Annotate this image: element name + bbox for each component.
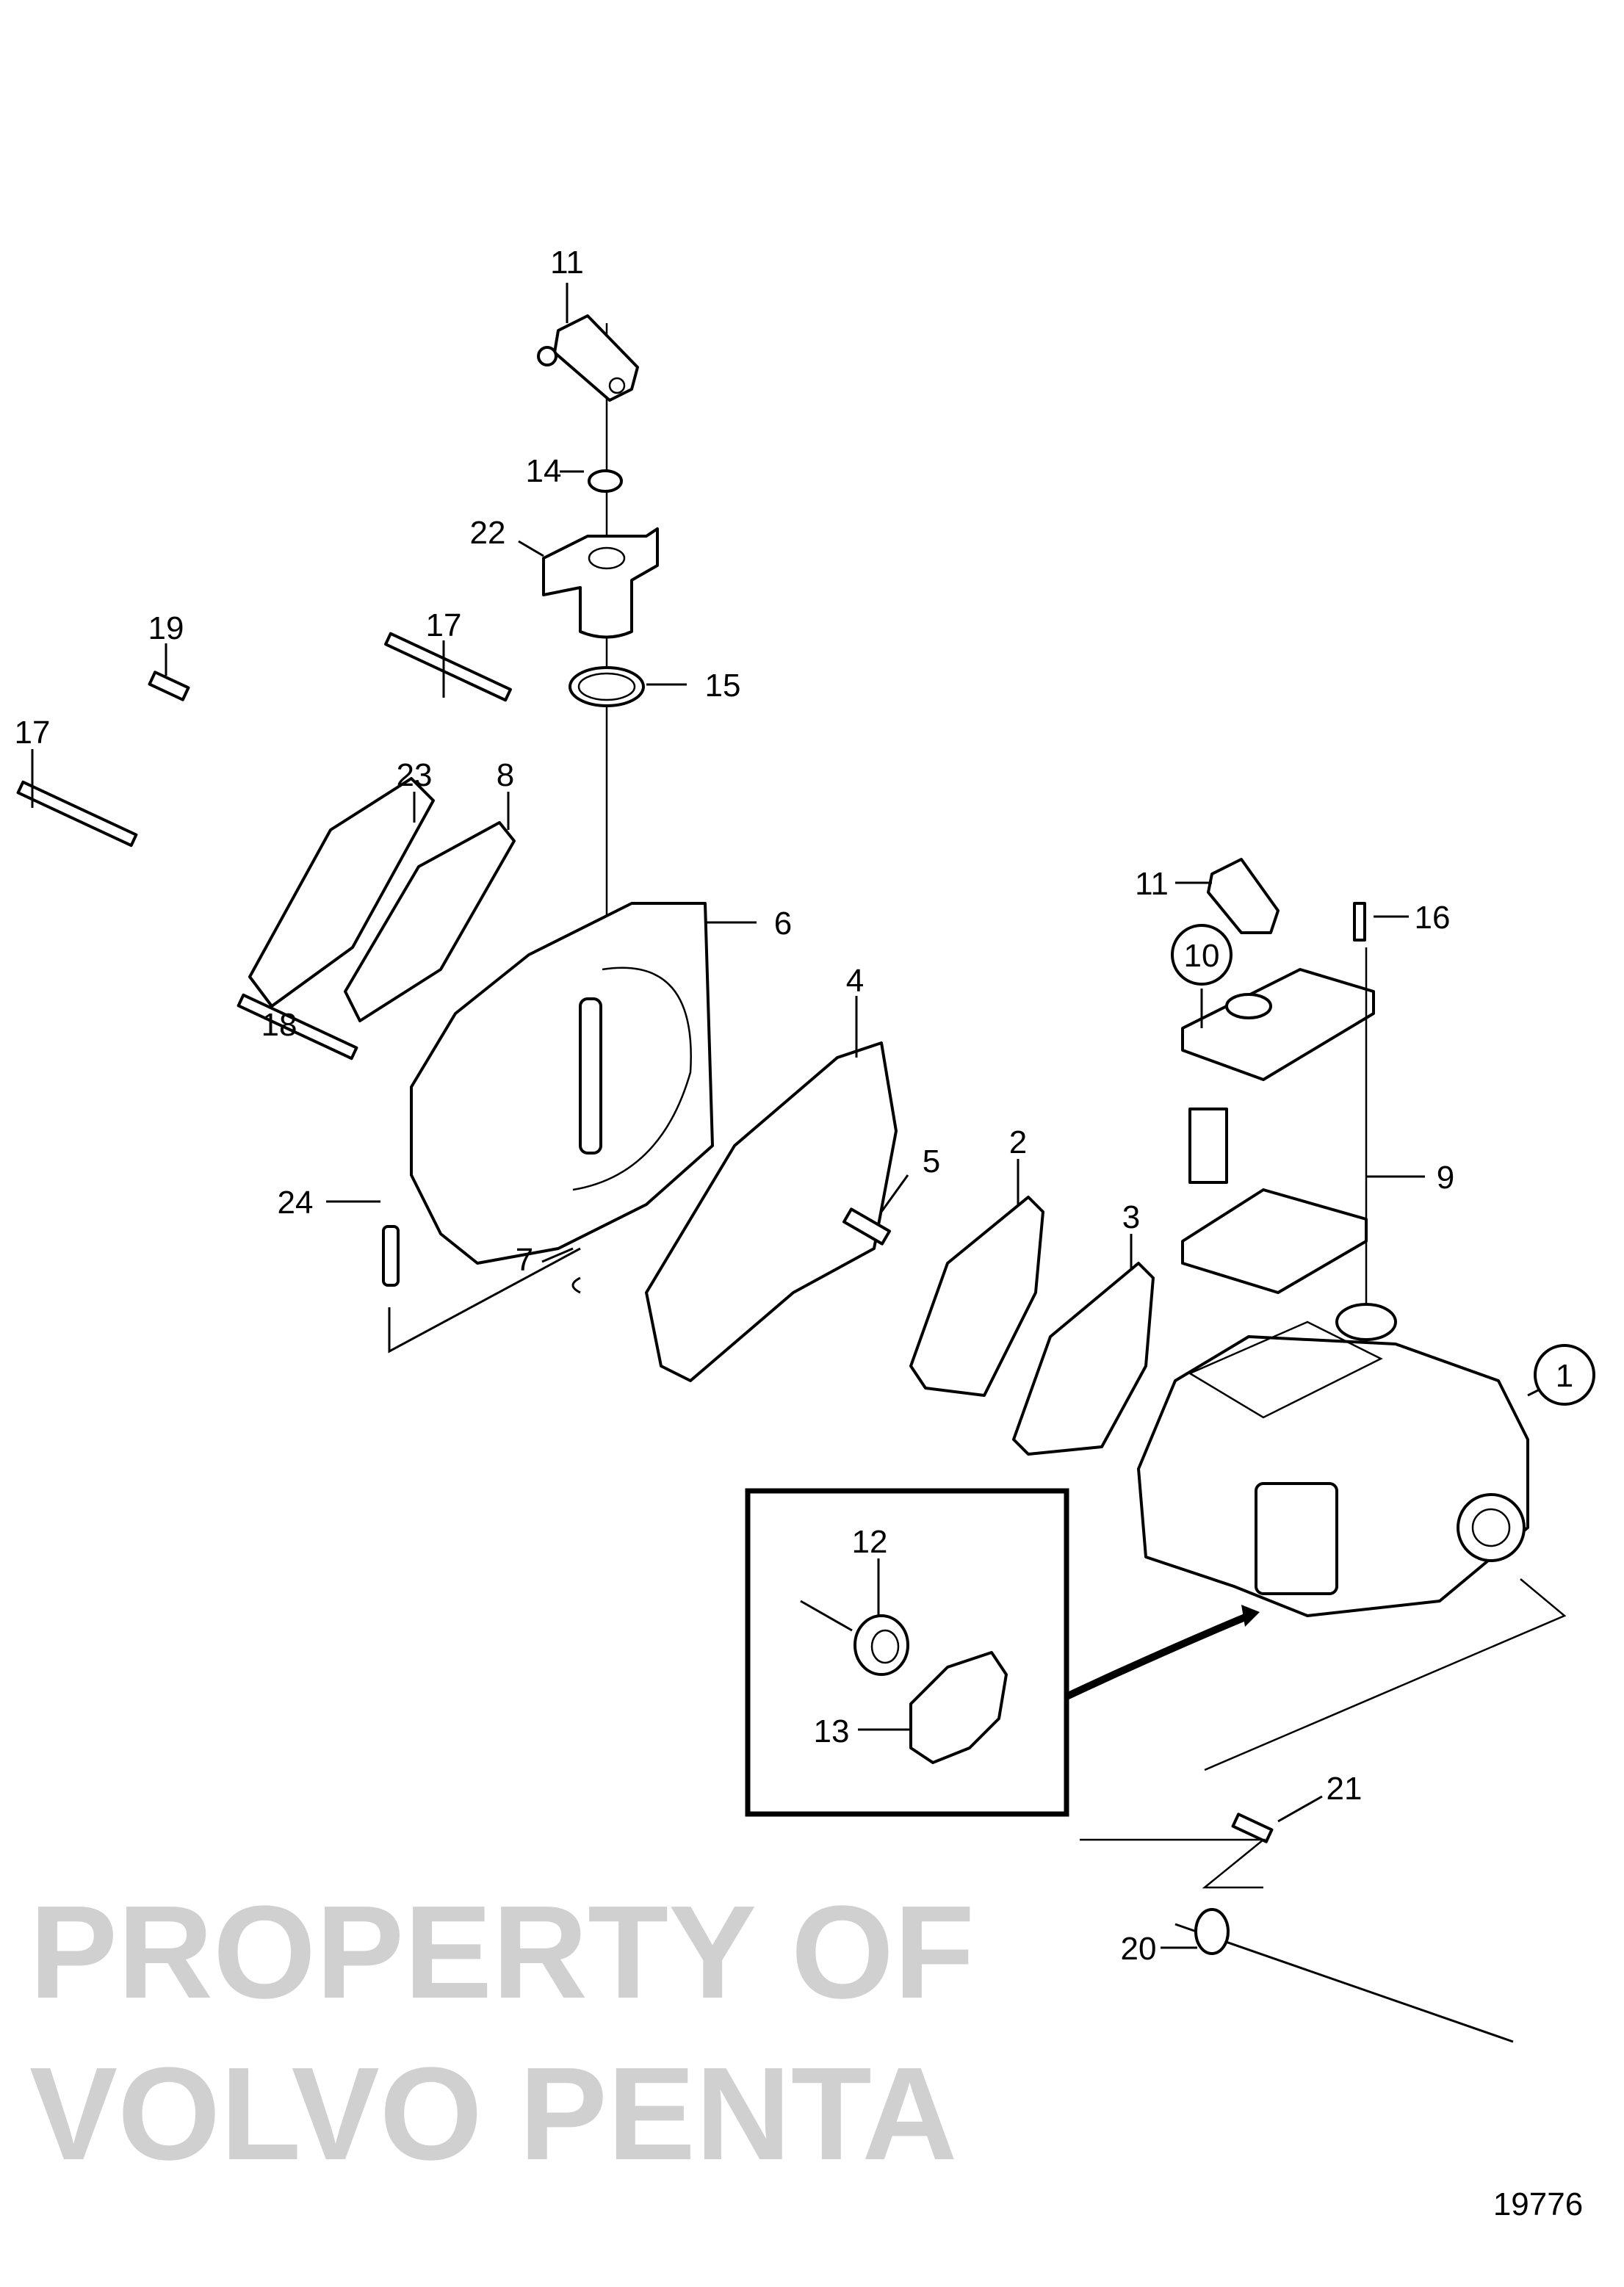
bolt-part-21 <box>1231 1813 1274 1843</box>
watermark-line-2: VOLVO PENTA <box>29 2040 957 2188</box>
callout-22[interactable]: 22 <box>470 515 506 551</box>
callout-6[interactable]: 6 <box>774 906 792 942</box>
figure-number: 19776 <box>1493 2186 1583 2222</box>
watermark-line-1: PROPERTY OF <box>29 1879 975 2026</box>
sensor-part-12 <box>800 1600 909 1676</box>
callout-13[interactable]: 13 <box>814 1713 850 1749</box>
callout-12[interactable]: 12 <box>852 1524 888 1560</box>
callout-17-top[interactable]: 17 <box>426 607 462 643</box>
callout-1[interactable]: 1 <box>1556 1358 1573 1394</box>
callout-7[interactable]: 7 <box>516 1242 533 1278</box>
callout-24[interactable]: 24 <box>278 1185 314 1221</box>
gasket-part-4 <box>645 1041 898 1382</box>
callout-20[interactable]: 20 <box>1121 1931 1157 1967</box>
clip-part-7 <box>571 1276 581 1294</box>
callout-15[interactable]: 15 <box>705 668 741 704</box>
sensor-cable-part-20 <box>1174 1908 1514 2043</box>
gasket-part-2 <box>909 1196 1044 1397</box>
callout-2[interactable]: 2 <box>1009 1124 1027 1160</box>
inset-pointer-arrow <box>1064 1612 1250 1700</box>
callout-labels: 11 14 22 15 19 17 17 23 8 6 4 18 10 11 1… <box>15 245 1584 2222</box>
gasket-part-3 <box>1012 1262 1155 1456</box>
callout-9[interactable]: 9 <box>1437 1160 1454 1196</box>
callout-11[interactable]: 11 <box>550 245 584 281</box>
bolt-part-19 <box>148 671 190 701</box>
gasket-part-9 <box>1181 1188 1368 1294</box>
callout-17-left[interactable]: 17 <box>15 715 51 751</box>
callout-23[interactable]: 23 <box>397 757 433 793</box>
callout-16[interactable]: 16 <box>1415 900 1451 936</box>
leader-lines <box>31 283 1543 1949</box>
o-ring-part-14 <box>588 469 623 493</box>
watermark: PROPERTY OF VOLVO PENTA <box>29 1879 975 2188</box>
callout-circle-1 <box>1534 1344 1595 1406</box>
callout-4[interactable]: 4 <box>846 963 864 999</box>
callout-11-right[interactable]: 11 <box>1135 866 1169 902</box>
callout-circle-10 <box>1171 924 1233 986</box>
callout-8[interactable]: 8 <box>497 757 514 793</box>
gasket-part-8 <box>344 821 516 1022</box>
callout-21[interactable]: 21 <box>1327 1771 1363 1807</box>
bracket-part-11-right <box>1207 858 1280 934</box>
cover-part-10 <box>1181 968 1375 1184</box>
callout-3[interactable]: 3 <box>1122 1199 1140 1235</box>
plate-part-23 <box>248 777 435 1008</box>
callout-19[interactable]: 19 <box>148 610 184 646</box>
bolt-part-17-left <box>16 780 138 848</box>
screw-part-16 <box>1353 902 1366 942</box>
housing-part-22 <box>542 527 659 639</box>
bolt-part-5 <box>842 1207 891 1246</box>
adapter-part-13 <box>909 1651 1008 1764</box>
callout-10[interactable]: 10 <box>1184 938 1220 974</box>
pump-part-1 <box>1137 1303 1529 1617</box>
pin-part-24 <box>382 1225 400 1287</box>
bolt-part-18 <box>237 993 358 1061</box>
callout-18[interactable]: 18 <box>261 1007 297 1043</box>
callout-5[interactable]: 5 <box>923 1144 940 1179</box>
housing-part-6 <box>410 902 714 1265</box>
bolt-part-17-top <box>384 632 512 702</box>
bracket-part-11 <box>537 314 639 402</box>
callout-14[interactable]: 14 <box>526 453 562 489</box>
